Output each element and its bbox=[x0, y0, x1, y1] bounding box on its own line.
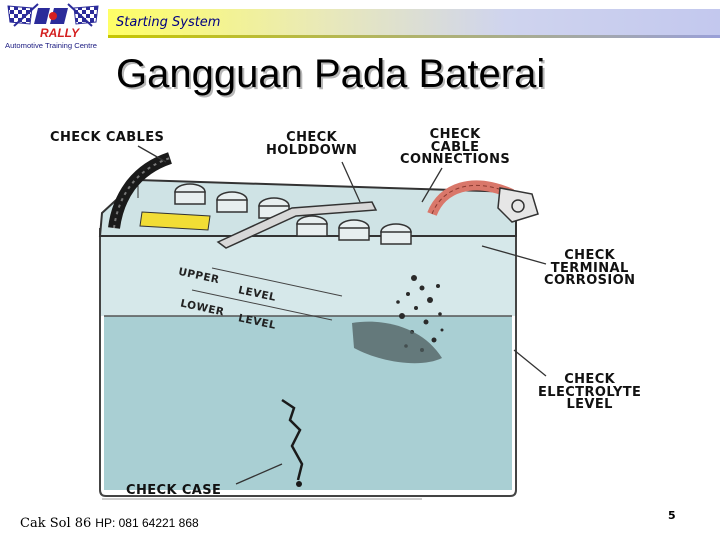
cable-clamp bbox=[497, 187, 539, 223]
callout-check-holddown: CHECK HOLDDOWN bbox=[266, 130, 358, 158]
slide-title: Gangguan Pada Baterai bbox=[116, 52, 546, 96]
rally-logo: RALLY Automotive Training Centre bbox=[5, 3, 99, 50]
callout-check-terminal-corrosion: CHECK TERMINAL CORROSION bbox=[544, 248, 636, 288]
case-crack bbox=[281, 398, 304, 481]
logo-caption: Automotive Training Centre bbox=[5, 41, 97, 50]
terminal-corrosion bbox=[396, 275, 444, 352]
author-name: Cak Sol 86 bbox=[20, 516, 92, 531]
header-rule bbox=[108, 35, 720, 38]
callout-check-cables: CHECK CABLES bbox=[50, 130, 165, 145]
callout-check-electrolyte-level: CHECK ELECTROLYTE LEVEL bbox=[538, 372, 642, 412]
header-bar bbox=[108, 9, 720, 35]
logo-wordmark: RALLY bbox=[40, 26, 80, 40]
callout-check-case: CHECK CASE bbox=[126, 483, 222, 498]
author-phone: HP: 081 64221 868 bbox=[95, 516, 199, 530]
holddown-bar bbox=[216, 201, 378, 249]
battery-label bbox=[139, 211, 211, 231]
page-number: 5 bbox=[668, 509, 676, 522]
battery-case bbox=[100, 228, 516, 316]
battery-illustration bbox=[98, 145, 547, 500]
electrolyte bbox=[104, 316, 512, 490]
section-title: Starting System bbox=[116, 15, 221, 30]
battery-diagram: CHECK CABLES CHECK HOLDDOWN CHECK CABLE … bbox=[42, 118, 691, 503]
callout-check-cable-connections: CHECK CABLE CONNECTIONS bbox=[400, 127, 511, 167]
